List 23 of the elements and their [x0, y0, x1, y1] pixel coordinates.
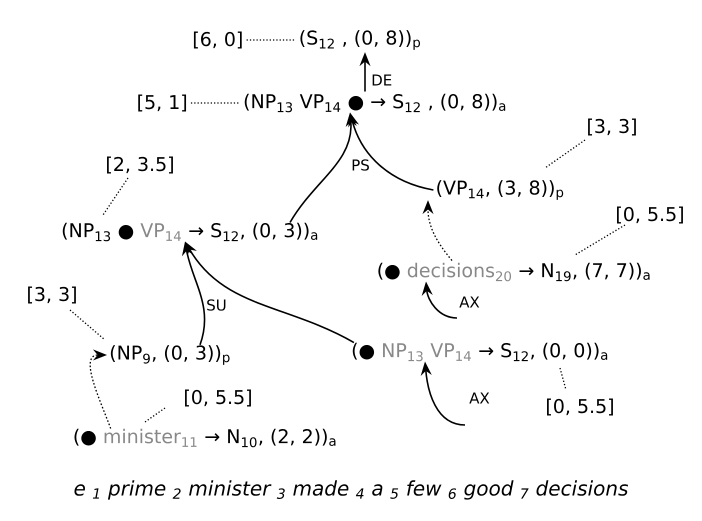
bracket-label: [5, 1] [138, 94, 186, 112]
bracket-label: [6, 0] [194, 32, 242, 48]
item-label: (● minister$_{11}$ → N$_{10}$, (2, 2))$_{a}$ [74, 428, 336, 448]
bracket-label: [0, 5.5] [547, 398, 613, 416]
edge-label: AX [468, 392, 491, 404]
bracket-label: [0, 5.5] [617, 206, 683, 224]
item-label: (S$_{12}$ , (0, 8))$_{p}$ [300, 30, 420, 50]
item-label: (NP$_{9}$, (0, 3))$_{p}$ [110, 345, 230, 365]
item-label: (VP$_{14}$, (3, 8))$_{p}$ [437, 180, 564, 200]
edge-label: DE [370, 74, 394, 86]
arrow [90, 349, 112, 429]
item-label: (● decisions$_{20}$ → N$_{19}$, (7, 7))$_{a}$ [378, 262, 650, 282]
bracket-label: [2, 3.5] [107, 156, 173, 174]
item-label: (NP$_{13}$ ● VP$_{14}$ → S$_{12}$, (0, 3))$_{a}$ [62, 222, 318, 242]
item-label: (NP$_{13}$ VP$_{14}$ ● → S$_{12}$ , (0, 8))$_{a}$ [244, 94, 506, 112]
bracket-label: [0, 5.5] [185, 390, 251, 406]
item-label: (● NP$_{13}$ VP$_{14}$ → S$_{12}$, (0, 0))$_{a}$ [352, 342, 608, 362]
bracket-label: [3, 3] [28, 286, 76, 304]
edge-label: PS [350, 158, 371, 172]
bracket-label: [3, 3] [588, 118, 636, 136]
edge-label: SU [205, 298, 228, 312]
caption: e $_{1}$ prime $_{2}$ minister $_{3}$ made $_{4}$ a $_{5}$ few $_{6}$ good $_{7}$ decisions [74, 480, 628, 500]
edge-label: AX [458, 296, 481, 308]
